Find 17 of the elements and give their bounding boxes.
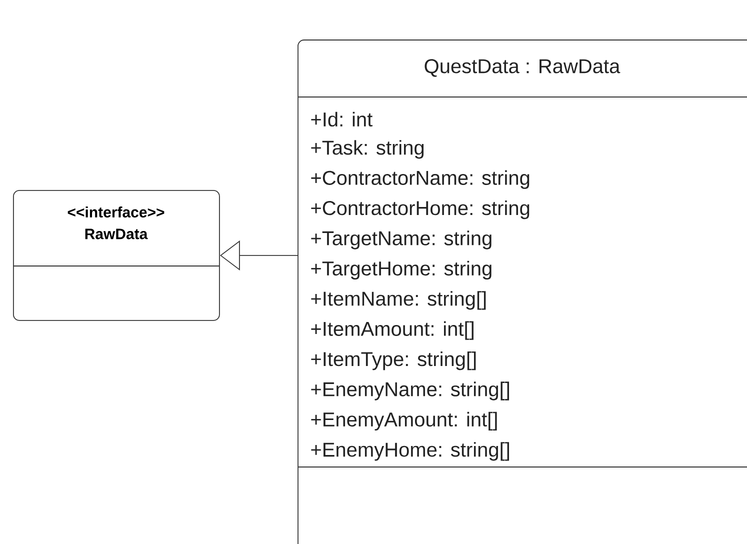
interface-name: RawData xyxy=(85,228,148,240)
class-title: QuestData : RawData xyxy=(424,59,620,77)
attribute-text: +EnemyName: string[] xyxy=(311,382,509,400)
stereotype-text: <<interface>> xyxy=(68,206,164,218)
attribute-text: +Id: int xyxy=(311,112,372,127)
attribute-text: +TargetHome: string xyxy=(311,260,492,280)
attribute-text: +TargetName: string xyxy=(311,230,492,250)
attribute-text: +Task: string xyxy=(311,140,424,159)
attribute-text: +ContractorName: string xyxy=(311,170,530,189)
attribute-text: +ItemType: string[] xyxy=(311,351,476,370)
attribute-text: +ItemAmount: int[] xyxy=(311,321,474,340)
attribute-text: +ContractorHome: string xyxy=(311,200,530,220)
class-box xyxy=(298,40,747,544)
interface-box xyxy=(12,190,220,321)
attribute-text: +EnemyAmount: int[] xyxy=(311,412,497,431)
attribute-text: +ItemName: string[] xyxy=(311,291,486,310)
attribute-text: +EnemyHome: string[] xyxy=(311,442,509,461)
